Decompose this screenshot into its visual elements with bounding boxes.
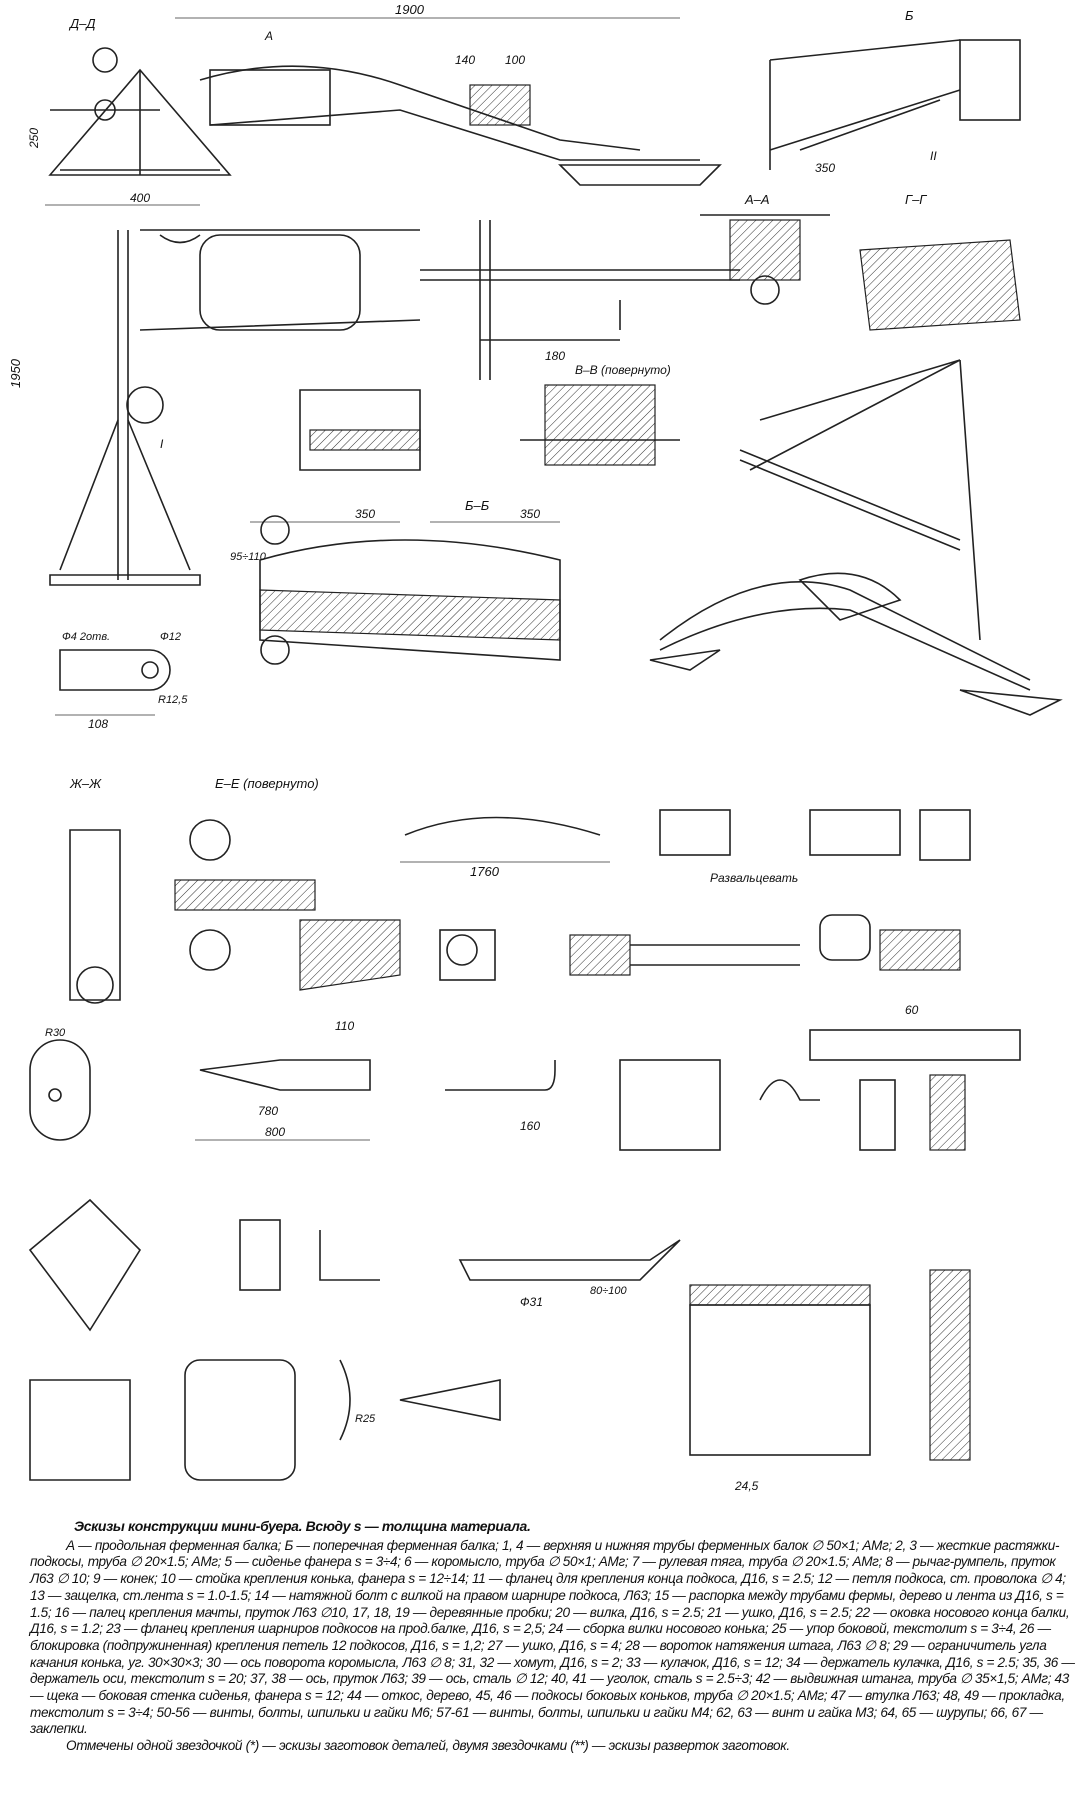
section-bb: Б–Б 350 350 95÷110 xyxy=(230,498,561,665)
dim-400: 400 xyxy=(130,191,150,205)
section-dd: Д–Д 400 250 xyxy=(27,16,232,206)
dim-100: 100 xyxy=(505,53,525,67)
isometric-assembly xyxy=(649,359,1063,716)
beam-b-blank: 1760 xyxy=(400,816,610,879)
dim-350-a: 350 xyxy=(355,507,375,521)
dim-1760: 1760 xyxy=(470,864,500,879)
parts-11-15: 60 xyxy=(619,1003,1021,1151)
dim-108: 108 xyxy=(88,717,108,731)
dim-1900: 1900 xyxy=(395,2,425,17)
detail-II xyxy=(299,389,421,471)
view-label-zz: Ж–Ж xyxy=(69,776,102,791)
parts-17-18-blanks xyxy=(659,809,971,861)
dim-350: 350 xyxy=(815,161,835,175)
view-label-dd: Д–Д xyxy=(68,16,96,31)
dim-160: 160 xyxy=(520,1119,540,1133)
dim-r25: R25 xyxy=(355,1413,376,1425)
section-gg: Г–Г xyxy=(859,192,1021,331)
seat-plan-view: 180 xyxy=(139,220,740,380)
technical-drawing: Д–Д 400 250 1900 А 140 100 Б 350 II 180 xyxy=(8,2,1063,1493)
view-label-vv: В–В (повернуто) xyxy=(575,363,671,377)
part-2-tube: Развальцевать xyxy=(569,871,961,976)
caption-legend: А — продольная ферменная балка; Б — попе… xyxy=(30,1537,1075,1737)
view-label-aa: А–А xyxy=(744,192,770,207)
part-19-plug: 110 xyxy=(299,919,496,1033)
part-8-tiller: 160 xyxy=(445,1060,556,1133)
part-25-stop: R30 xyxy=(29,1027,91,1141)
dim-250: 250 xyxy=(27,128,41,149)
view-label-ee: Е–Е (повернуто) xyxy=(215,776,319,791)
dim-400-skate: Ф31 xyxy=(520,1295,543,1309)
caption-title: Эскизы конструкции мини-буера. Всюду s —… xyxy=(74,1518,531,1534)
section-vv: В–В (повернуто) xyxy=(520,363,680,466)
dim-r30: R30 xyxy=(45,1027,66,1039)
figure-caption: Эскизы конструкции мини-буера. Всюду s —… xyxy=(30,1518,1080,1755)
transverse-beam-view: 1950 I xyxy=(8,230,201,586)
dim-780: 780 xyxy=(258,1104,278,1118)
caption-note: Отмечены одной звездочкой (*) — эскизы з… xyxy=(66,1738,790,1754)
dim-r12-5: R12,5 xyxy=(158,694,188,706)
view-label-b: Б xyxy=(905,8,914,23)
label-a: А xyxy=(264,29,273,43)
longitudinal-beam-side-view: 1900 А 140 100 xyxy=(175,2,722,186)
dim-800: 800 xyxy=(265,1125,285,1139)
dim-1950: 1950 xyxy=(8,358,23,388)
part-27-ear: Ф4 2отв. Ф12 R12,5 108 xyxy=(55,631,188,731)
dim-110: 60 xyxy=(905,1003,919,1017)
dim-350-b: 350 xyxy=(520,507,540,521)
dim-140: 140 xyxy=(455,53,475,67)
view-label-bb: Б–Б xyxy=(465,498,490,513)
dim-80-100: 80÷100 xyxy=(590,1285,628,1297)
dim-120: 24,5 xyxy=(734,1479,759,1493)
section-aa: А–А xyxy=(700,192,830,305)
part-9-skate: 80÷100 Ф31 xyxy=(458,1239,681,1309)
dim-180: 180 xyxy=(545,349,565,363)
view-label-gg: Г–Г xyxy=(905,192,927,207)
flare-note: Развальцевать xyxy=(710,871,798,885)
dim-200: 110 xyxy=(335,1019,354,1033)
section-zz: Ж–Ж xyxy=(69,776,121,1004)
section-ee: Е–Е (повернуто) xyxy=(174,776,319,971)
part-24-fork-assembly: 24,5 xyxy=(689,1269,971,1493)
dim-95-110: 95÷110 xyxy=(230,551,267,563)
lower-parts-20-26: R25 xyxy=(28,1198,501,1481)
part-7-tie-rod: 800 780 xyxy=(195,1059,371,1141)
dim-dia-12: Ф12 xyxy=(160,631,181,643)
dim-hole-4-2: Ф4 2отв. xyxy=(62,631,110,643)
label-I: I xyxy=(160,437,164,451)
label-II: II xyxy=(930,149,937,163)
view-b: Б 350 II xyxy=(769,8,1021,175)
